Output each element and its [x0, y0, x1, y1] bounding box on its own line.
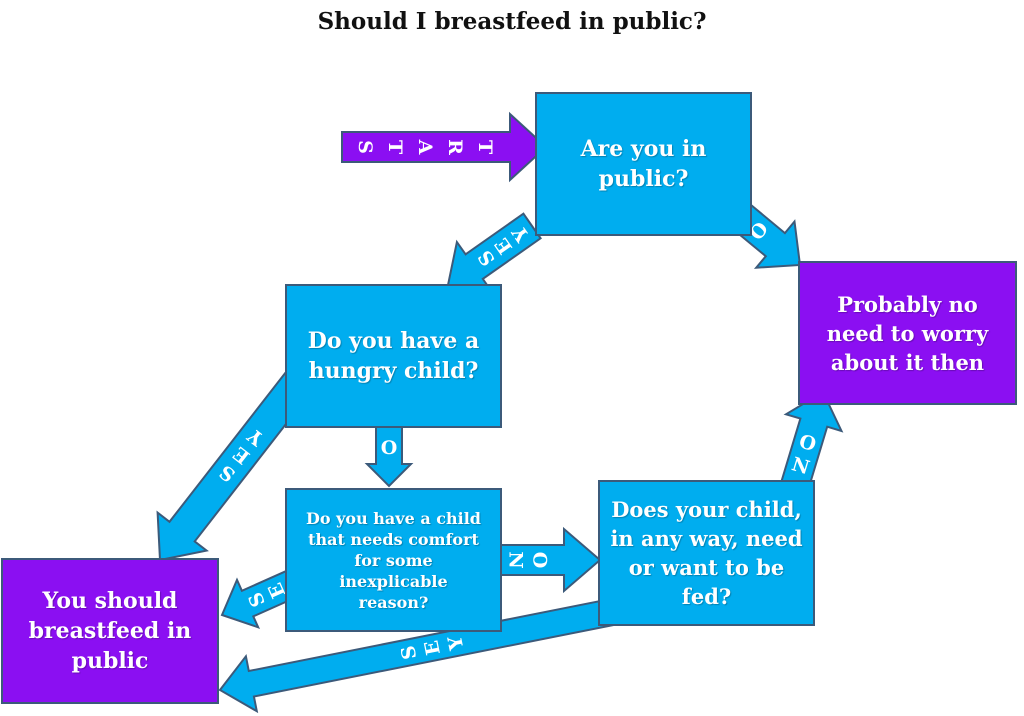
- node-label: Are you in public?: [580, 136, 707, 192]
- node-label: You should breastfeed in public: [28, 588, 192, 674]
- node-need-fed: Does your child, in any way, need or wan…: [598, 480, 815, 626]
- start-arrow-letter: S: [354, 140, 376, 154]
- arrow-comfort-no-shape: [492, 526, 602, 594]
- node-label: Does your child, in any way, need or wan…: [610, 497, 803, 609]
- start-arrow-letter: T: [384, 140, 406, 154]
- start-arrow-letter: R: [444, 139, 466, 155]
- node-probably-no-need: Probably no need to worry about it then: [798, 261, 1017, 405]
- node-label: Probably no need to worry about it then: [826, 291, 989, 375]
- arrow-fed-yes-letters: YES: [397, 634, 468, 662]
- arrow-fed-no-letters: NO: [789, 430, 819, 479]
- node-are-you-in-public: Are you in public?: [535, 92, 752, 236]
- arrow-public-yes: YESYES: [446, 212, 542, 293]
- start-arrow: STARTSTART: [341, 111, 548, 183]
- arrow-fed-yes-letter: E: [420, 638, 444, 657]
- node-comfort-child: Do you have a child that needs comfort f…: [285, 488, 502, 632]
- arrow-fed-yes-letter: S: [397, 644, 421, 662]
- node-hungry-child: Do you have a hungry child?: [285, 284, 502, 428]
- arrow-fed-no-letter: O: [796, 430, 818, 456]
- node-should-breastfeed: You should breastfeed in public: [1, 558, 219, 704]
- start-arrow-letter: A: [414, 139, 436, 155]
- arrow-fed-no-letter: N: [789, 453, 812, 479]
- page-title: Should I breastfeed in public?: [317, 8, 707, 35]
- arrow-comfort-no-letter: N: [505, 551, 527, 568]
- start-arrow-shape: [341, 111, 548, 183]
- arrow-hungry-no-letter: O: [381, 437, 398, 459]
- node-label: Do you have a hungry child?: [307, 328, 480, 384]
- arrow-fed-yes-shape: [218, 598, 616, 714]
- arrow-fed-yes-letter: Y: [444, 634, 469, 653]
- arrow-fed-yes: YESYES: [218, 598, 616, 714]
- arrow-comfort-no-letter: O: [529, 552, 551, 569]
- node-label: Do you have a child that needs comfort f…: [306, 508, 481, 612]
- start-arrow-letter: T: [474, 140, 496, 154]
